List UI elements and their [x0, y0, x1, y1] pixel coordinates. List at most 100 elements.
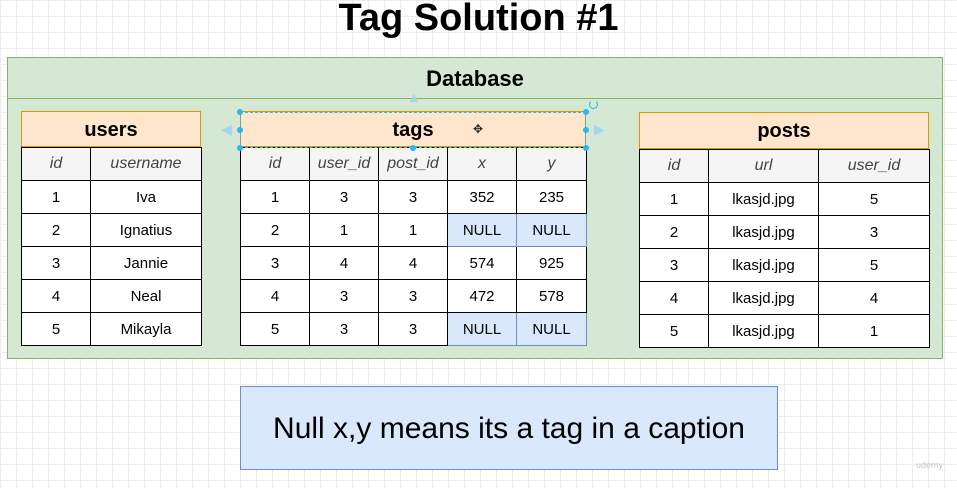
users-column-row: id username: [21, 147, 202, 181]
resize-handle-bottom[interactable]: [410, 145, 416, 151]
tags-cell-y: NULL: [516, 213, 587, 247]
connect-arrow-up-icon[interactable]: ▲: [407, 89, 421, 105]
tags-col-x: x: [447, 147, 517, 181]
tags-cell-user-id: 4: [309, 246, 379, 280]
users-cell-username: Iva: [90, 180, 202, 214]
connect-arrow-right-icon[interactable]: ▶: [594, 121, 605, 137]
users-cell-username: Mikayla: [90, 312, 202, 346]
tags-col-user-id: user_id: [309, 147, 379, 181]
tags-cell-post-id: 3: [378, 180, 448, 214]
users-cell-id: 5: [21, 312, 91, 346]
tags-cell-x: NULL: [447, 312, 517, 346]
resize-handle-top-right[interactable]: [583, 109, 589, 115]
posts-cell-id: 1: [639, 182, 709, 216]
connect-arrow-left-icon[interactable]: ◀: [221, 121, 232, 137]
posts-col-id: id: [639, 149, 709, 183]
users-table-header: users: [21, 111, 201, 147]
database-label: Database: [8, 58, 942, 99]
tags-cell-x: 574: [447, 246, 517, 280]
users-col-id: id: [21, 147, 91, 181]
resize-handle-bottom-right[interactable]: [583, 145, 589, 151]
tags-table-header: tags: [240, 111, 586, 147]
caption-note[interactable]: Null x,y means its a tag in a caption: [240, 386, 778, 470]
tags-col-post-id: post_id: [378, 147, 448, 181]
tags-cell-user-id: 3: [309, 279, 379, 313]
tags-col-y: y: [516, 147, 587, 181]
tags-cell-id: 5: [240, 312, 310, 346]
tags-cell-post-id: 3: [378, 312, 448, 346]
users-cell-username: Ignatius: [90, 213, 202, 247]
tags-cell-id: 4: [240, 279, 310, 313]
posts-column-row: id url user_id: [639, 149, 930, 183]
udemy-watermark: udemy: [916, 460, 944, 470]
tags-cell-x: 352: [447, 180, 517, 214]
posts-cell-url: lkasjd.jpg: [708, 314, 819, 348]
posts-cell-id: 3: [639, 248, 709, 282]
move-cursor-icon: ✥: [473, 122, 484, 136]
tags-cell-post-id: 1: [378, 213, 448, 247]
posts-cell-user-id: 5: [818, 248, 930, 282]
posts-cell-user-id: 5: [818, 182, 930, 216]
posts-cell-id: 5: [639, 314, 709, 348]
tags-cell-id: 1: [240, 180, 310, 214]
tags-cell-post-id: 4: [378, 246, 448, 280]
tags-cell-y: NULL: [516, 312, 587, 346]
posts-cell-user-id: 4: [818, 281, 930, 315]
page-title: Tag Solution #1: [338, 0, 619, 39]
posts-cell-url: lkasjd.jpg: [708, 248, 819, 282]
posts-cell-user-id: 1: [818, 314, 930, 348]
tags-column-row: id user_id post_id x y: [240, 147, 587, 181]
posts-col-url: url: [708, 149, 819, 183]
users-col-username: username: [90, 147, 202, 181]
posts-cell-user-id: 3: [818, 215, 930, 249]
tags-cell-user-id: 3: [309, 180, 379, 214]
users-cell-id: 1: [21, 180, 91, 214]
resize-handle-bottom-left[interactable]: [237, 145, 243, 151]
tags-cell-post-id: 3: [378, 279, 448, 313]
tags-cell-x: 472: [447, 279, 517, 313]
users-cell-id: 3: [21, 246, 91, 280]
resize-handle-top-left[interactable]: [237, 109, 243, 115]
tags-cell-id: 2: [240, 213, 310, 247]
tags-cell-y: 235: [516, 180, 587, 214]
resize-handle-left[interactable]: [237, 127, 243, 133]
users-cell-username: Jannie: [90, 246, 202, 280]
tags-cell-y: 925: [516, 246, 587, 280]
tags-cell-x: NULL: [447, 213, 517, 247]
users-cell-id: 2: [21, 213, 91, 247]
tags-col-id: id: [240, 147, 310, 181]
tags-cell-user-id: 1: [309, 213, 379, 247]
tags-cell-y: 578: [516, 279, 587, 313]
rotate-handle-icon[interactable]: [589, 100, 598, 109]
posts-cell-id: 2: [639, 215, 709, 249]
posts-cell-url: lkasjd.jpg: [708, 182, 819, 216]
users-cell-username: Neal: [90, 279, 202, 313]
posts-table-header: posts: [639, 112, 929, 149]
resize-handle-right[interactable]: [583, 127, 589, 133]
tags-cell-id: 3: [240, 246, 310, 280]
posts-cell-url: lkasjd.jpg: [708, 281, 819, 315]
posts-col-user-id: user_id: [818, 149, 930, 183]
posts-cell-url: lkasjd.jpg: [708, 215, 819, 249]
